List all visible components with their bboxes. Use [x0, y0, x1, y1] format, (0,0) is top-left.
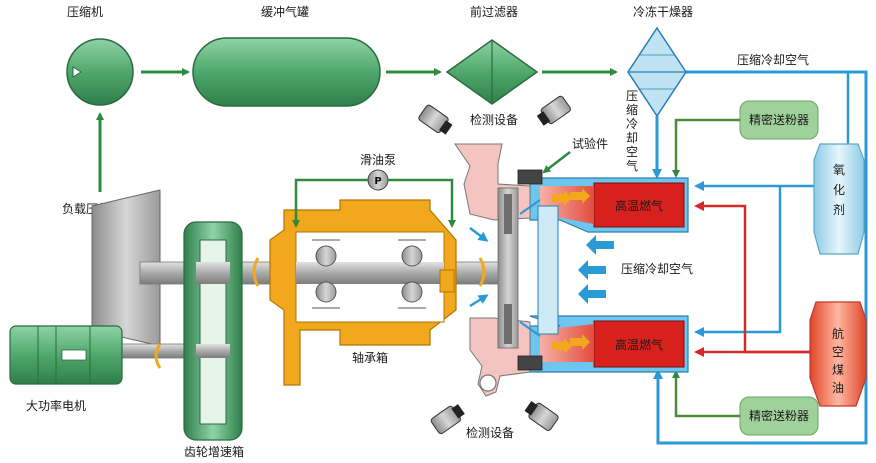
freeze-dryer-label: 冷冻干燥器	[633, 4, 693, 19]
detection-bottom-label: 检测设备	[466, 425, 514, 440]
detection-top-label: 检测设备	[470, 112, 518, 127]
svg-text:油: 油	[832, 381, 844, 395]
combustor-bottom: 高温燃气	[529, 315, 689, 373]
flow-oil-left	[292, 178, 368, 228]
flow-oil-right	[388, 178, 456, 228]
cooling-air-top-label: 压缩冷却空气	[737, 52, 809, 67]
compressor-outlet-icon	[72, 66, 82, 78]
kerosene-label: 航 空 煤 油	[832, 326, 844, 395]
svg-text:剂: 剂	[833, 202, 845, 217]
camera-top-right-icon	[536, 95, 571, 126]
flow-cooling-air-lower-combustor	[694, 186, 782, 337]
motor-shaft	[119, 343, 187, 359]
cooling-jet-upper	[469, 227, 489, 242]
svg-text:化: 化	[833, 183, 845, 197]
compressor	[66, 38, 134, 106]
test-piece-label: 试验件	[572, 136, 608, 151]
svg-text:空: 空	[832, 345, 844, 359]
test-piece-pointer	[542, 151, 571, 174]
camera-bottom-left-icon	[430, 404, 465, 435]
kerosene-tank	[809, 301, 867, 407]
coupling-2	[154, 343, 162, 369]
oxidizer-label: 氧 化 剂	[833, 163, 845, 217]
large-motor-label: 大功率电机	[26, 398, 86, 413]
pre-filter-label: 前过滤器	[470, 4, 518, 19]
gearbox-label: 齿轮增速箱	[184, 444, 244, 459]
bearing-box-label: 轴承箱	[352, 350, 388, 365]
cooling-air-vertical-label: 压缩冷却空气	[626, 89, 638, 173]
oxidizer-tank	[813, 143, 865, 255]
coupling-3	[478, 257, 486, 287]
precision-feeder-bottom-label: 精密送粉器	[749, 408, 809, 423]
bearing-box	[269, 199, 457, 386]
flow-fuel-upper	[694, 201, 810, 354]
oil-pump-symbol: P	[374, 176, 381, 187]
flow-feeder-top	[672, 118, 740, 178]
buffer-tank-label: 缓冲气罐	[261, 4, 309, 19]
cooling-air-center-label: 压缩冷却空气	[621, 261, 693, 276]
svg-text:航: 航	[832, 326, 844, 341]
center-cooling-arrows	[578, 235, 614, 304]
precision-feeder-top-label: 精密送粉器	[749, 112, 809, 127]
turbine-test-section	[454, 143, 559, 397]
large-motor	[9, 325, 123, 385]
high-temp-gas-top-label: 高温燃气	[615, 198, 663, 213]
camera-top-left-icon	[418, 104, 453, 135]
high-temp-gas-bottom-label: 高温燃气	[615, 337, 663, 352]
flow-cooling-air-outer	[653, 70, 868, 445]
compressor-label: 压缩机	[67, 4, 103, 19]
svg-text:氧: 氧	[833, 163, 845, 177]
svg-text:煤: 煤	[832, 363, 844, 377]
gearbox	[183, 221, 243, 441]
oil-pump-label: 滑油泵	[360, 153, 396, 167]
svg-text:压缩冷却空气: 压缩冷却空气	[626, 89, 638, 173]
cooling-jet-lower	[469, 294, 489, 308]
buffer-tank	[192, 37, 381, 107]
flow-feeder-bottom	[672, 370, 740, 418]
camera-bottom-right-icon	[524, 401, 559, 431]
coupling-1	[252, 257, 260, 287]
